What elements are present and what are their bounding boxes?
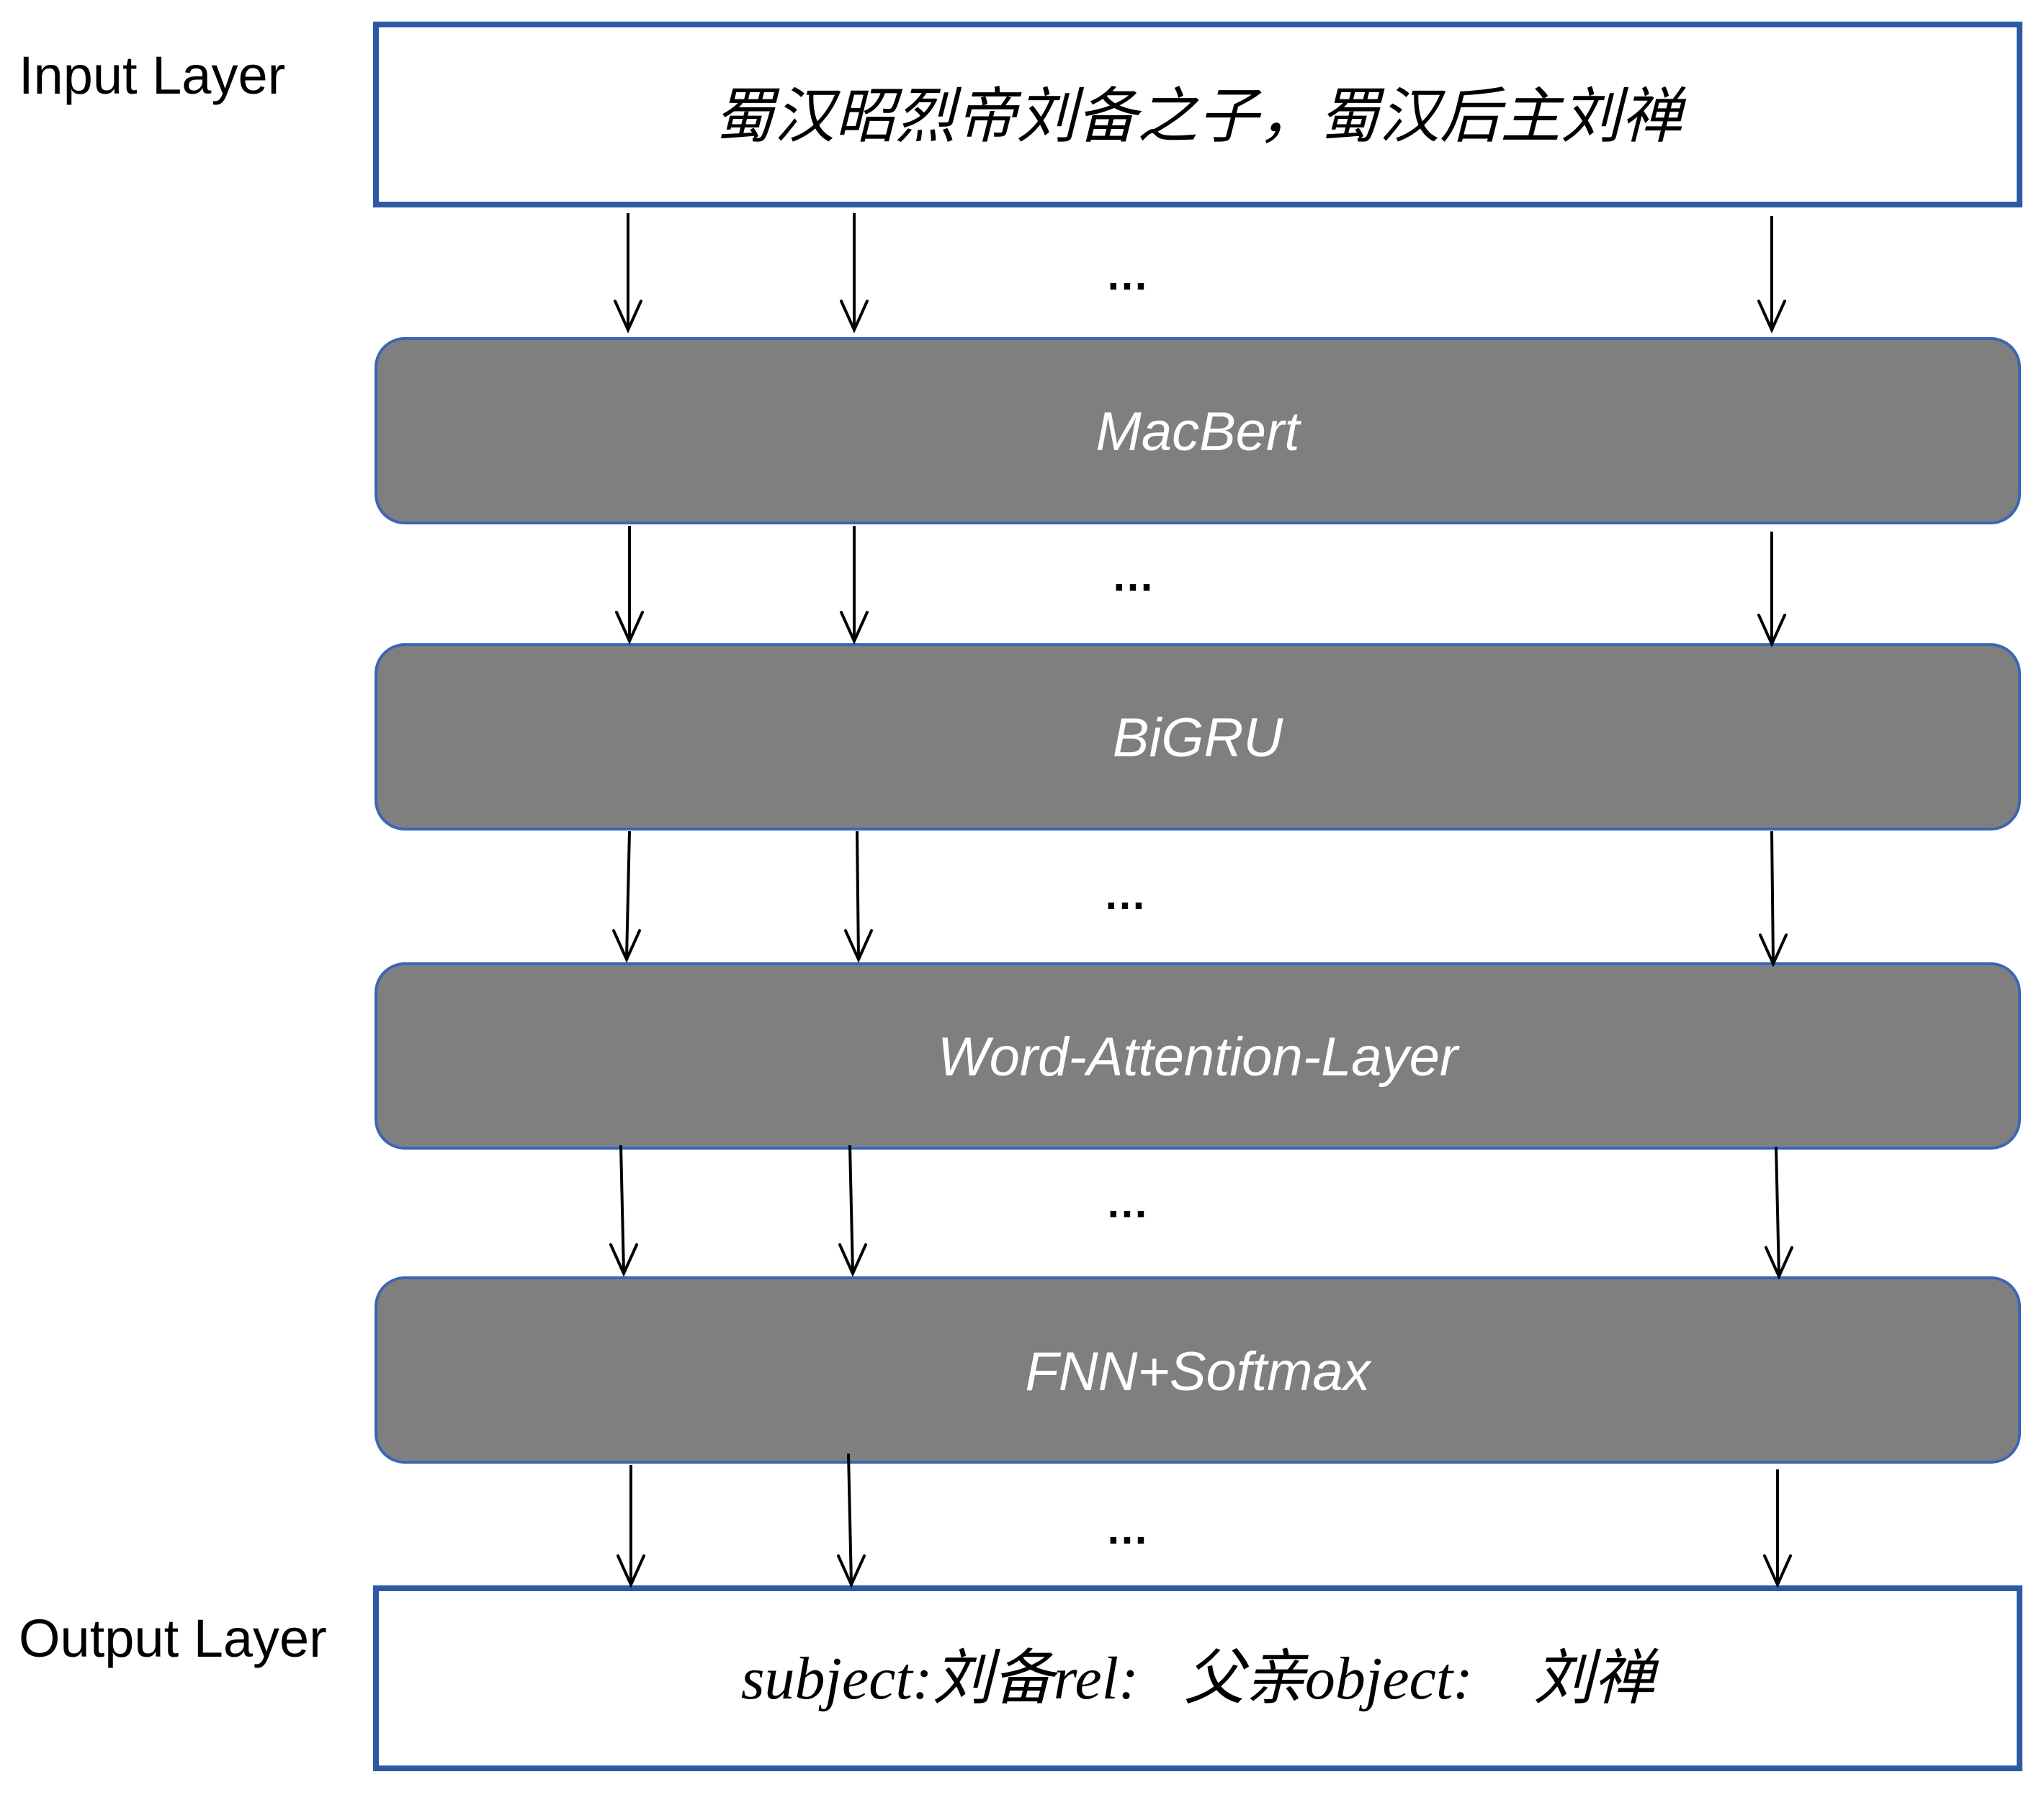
input-layer-label: Input Layer (19, 45, 285, 105)
arrow (612, 831, 641, 963)
ellipsis: … (1111, 552, 1155, 600)
layer-bigru: BiGRU (375, 643, 2021, 831)
layer-macbert: MacBert (375, 337, 2021, 524)
arrows-input-to-macbert: … (614, 213, 1786, 334)
output-text: subject:刘备rel: 父亲object: 刘禅 (741, 1645, 1659, 1712)
input-box: 蜀汉昭烈帝刘备之子，蜀汉后主刘禅 (373, 22, 2022, 207)
arrow (1765, 1146, 1793, 1280)
arrows-attention-to-fnn: … (609, 1145, 1793, 1280)
arrow (1763, 1469, 1792, 1588)
arrow (844, 831, 873, 963)
ellipsis: … (1103, 870, 1147, 918)
ellipsis: … (1106, 251, 1149, 299)
layer-macbert-label: MacBert (1096, 401, 1302, 462)
output-layer-label: Output Layer (19, 1608, 327, 1668)
ellipsis: … (1106, 1178, 1149, 1227)
arrows-macbert-to-bigru: … (615, 526, 1786, 648)
layer-word-attention-label: Word-Attention-Layer (938, 1026, 1460, 1088)
arrow (615, 526, 644, 645)
arrow (838, 1145, 867, 1277)
arrow (840, 526, 869, 645)
output-box: subject:刘备rel: 父亲object: 刘禅 (373, 1585, 2022, 1771)
arrow (840, 213, 869, 334)
arrow (609, 1145, 638, 1277)
arrow (1757, 532, 1786, 648)
input-text: 蜀汉昭烈帝刘备之子，蜀汉后主刘禅 (714, 81, 1687, 151)
layer-fnn-softmax-label: FNN+Softmax (1025, 1341, 1372, 1402)
arrow (837, 1453, 866, 1588)
arrow (1757, 216, 1786, 334)
arrow (614, 213, 642, 334)
layer-word-attention: Word-Attention-Layer (375, 962, 2021, 1150)
arrow (617, 1465, 645, 1588)
layer-fnn-softmax: FNN+Softmax (375, 1276, 2021, 1464)
ellipsis: … (1106, 1505, 1149, 1553)
layer-bigru-label: BiGRU (1113, 707, 1284, 769)
arrows-fnn-to-output: … (617, 1453, 1792, 1588)
arrow (1759, 831, 1788, 967)
arrows-bigru-to-attention: … (612, 831, 1788, 967)
